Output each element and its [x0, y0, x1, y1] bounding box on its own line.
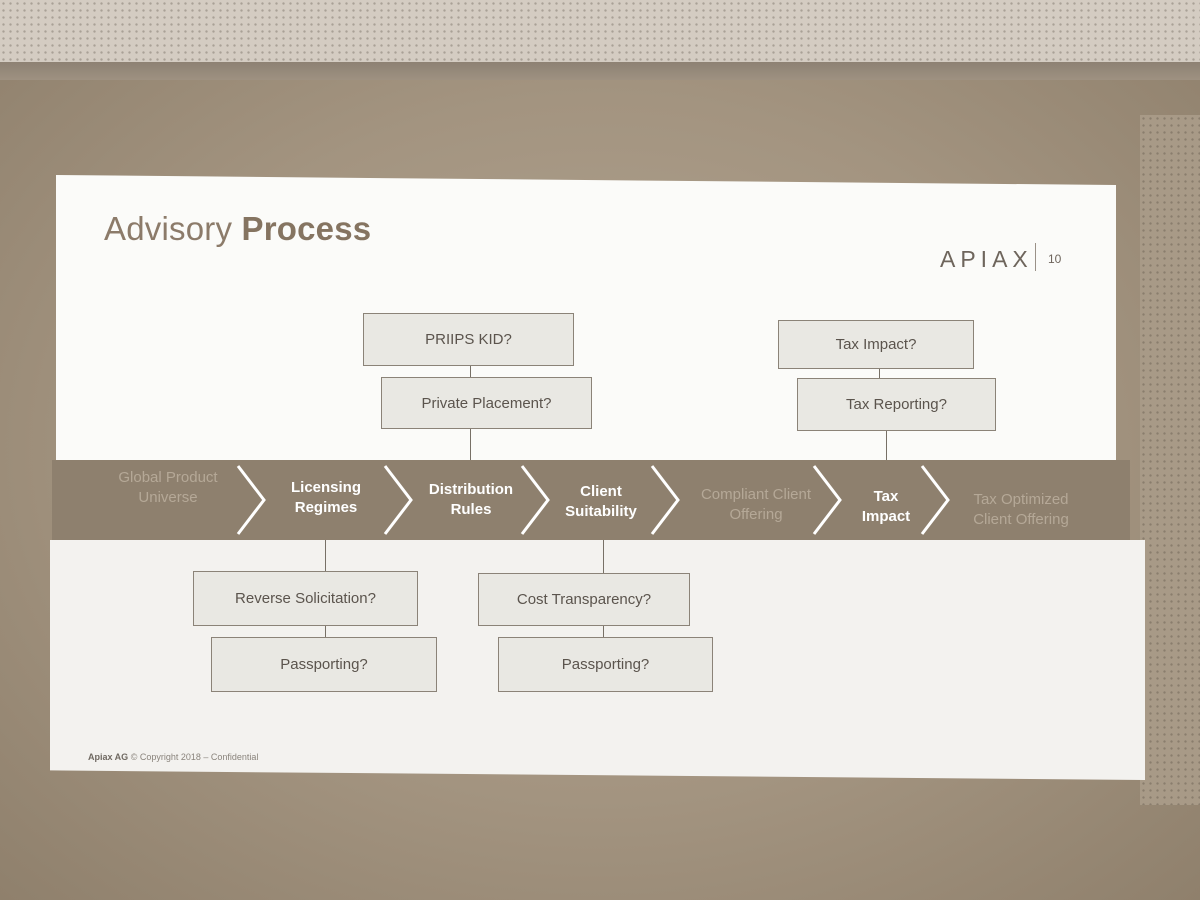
- slide-footer: Apiax AG © Copyright 2018 – Confidential: [88, 752, 259, 762]
- passporting-box-1: Passporting?: [211, 637, 437, 692]
- connector-line: [325, 540, 326, 572]
- connector-line: [325, 625, 326, 638]
- tax-impact-box: Tax Impact?: [778, 320, 974, 369]
- logo-divider: [1035, 243, 1036, 271]
- chevron-right-icon: [812, 465, 842, 535]
- step-licensing-regimes: Licensing Regimes: [290, 479, 361, 516]
- passporting-box-2: Passporting?: [498, 637, 713, 692]
- chevron-right-icon: [650, 465, 680, 535]
- process-band: [52, 460, 1130, 540]
- chevron-right-icon: [520, 465, 550, 535]
- connector-line: [879, 368, 880, 378]
- step-compliant-client-offering: Compliant Client Offering: [700, 486, 812, 523]
- tax-reporting-box: Tax Reporting?: [797, 378, 996, 431]
- page-number: 10: [1048, 252, 1062, 266]
- step-tax-impact: Tax Impact: [861, 488, 911, 525]
- slide-title: Advisory Process: [104, 210, 372, 247]
- chevron-right-icon: [236, 465, 266, 535]
- ceiling-texture: [0, 0, 1200, 70]
- chevron-right-icon: [383, 465, 413, 535]
- cost-transparency-box: Cost Transparency?: [478, 573, 690, 626]
- step-tax-optimized-client-offering: Tax Optimized Client Offering: [973, 491, 1069, 528]
- priips-kid-box: PRIIPS KID?: [363, 313, 574, 366]
- step-global-product-universe: Global Product Universe: [118, 469, 218, 506]
- apiax-logo: APIAX: [940, 246, 1033, 272]
- private-placement-box: Private Placement?: [381, 377, 592, 429]
- connector-line: [470, 428, 471, 460]
- chevron-right-icon: [920, 465, 950, 535]
- connector-line: [470, 366, 471, 380]
- ceiling-edge: [0, 62, 1200, 84]
- connector-line: [603, 626, 604, 638]
- connector-line: [603, 540, 604, 574]
- connector-line: [886, 431, 887, 460]
- step-distribution-rules: Distribution Rules: [428, 481, 514, 518]
- acoustic-panel: [1140, 115, 1200, 805]
- reverse-solicitation-box: Reverse Solicitation?: [193, 571, 418, 626]
- step-client-suitability: Client Suitability: [565, 483, 637, 520]
